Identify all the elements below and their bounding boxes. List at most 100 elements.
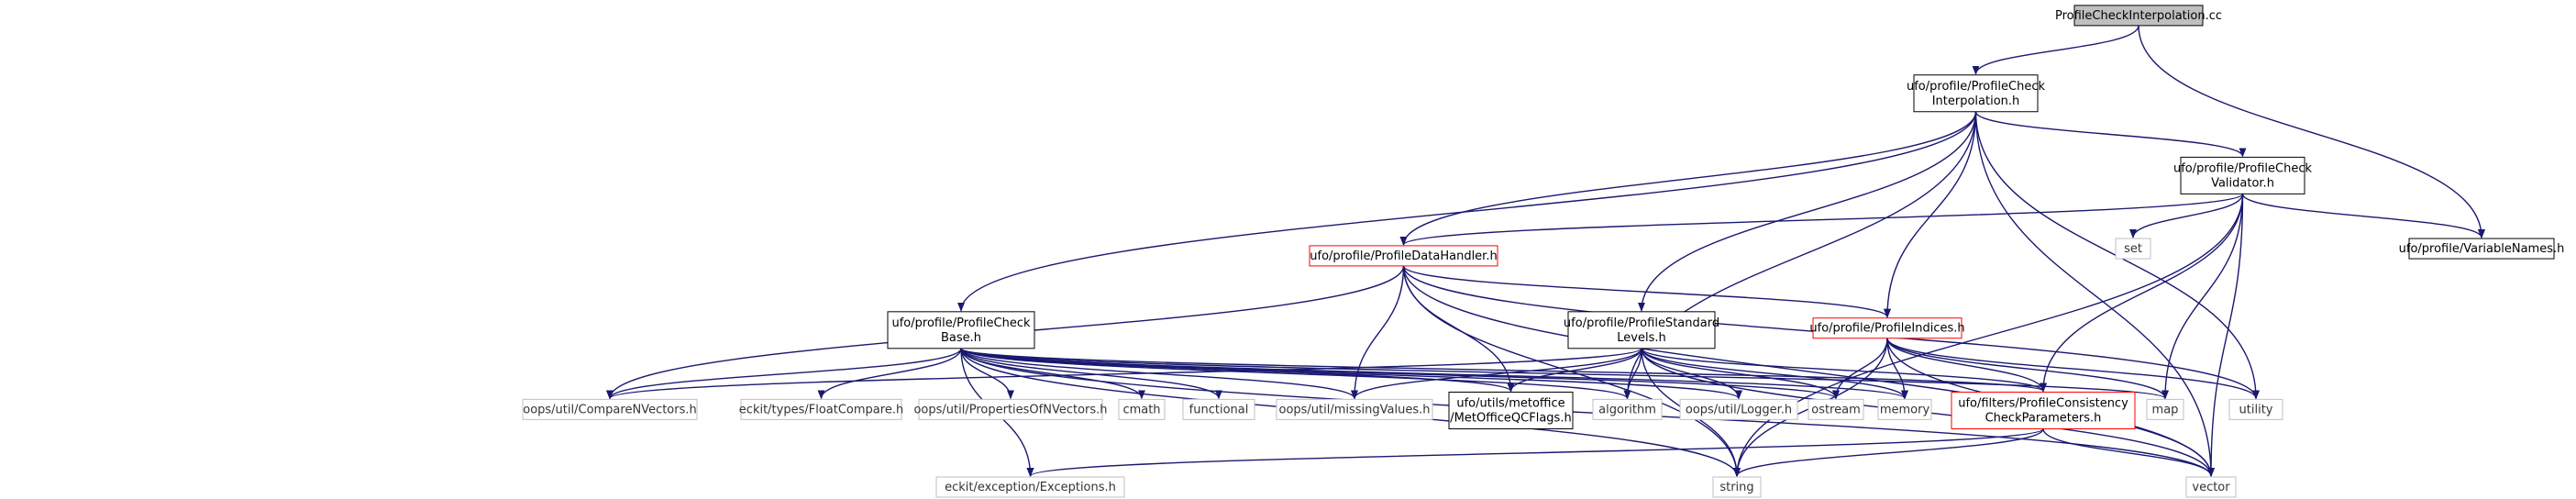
node-functional: functional	[1182, 398, 1255, 420]
node-ostream: ostream	[1808, 398, 1864, 420]
node-box	[1877, 398, 1932, 420]
node-label: ufo/profile/ProfileStandard	[1564, 316, 1719, 330]
edge-psl_h-to-moqc_h	[1507, 348, 1642, 393]
edge-psl_h-to-logger_h	[1641, 348, 1742, 400]
node-exceptions-h: eckit/exception/Exceptions.h	[935, 476, 1125, 498]
node-label: Validator.h	[2211, 176, 2274, 190]
node-box	[2180, 156, 2305, 194]
node-box	[1182, 398, 1255, 420]
edge-pcb_h-to-propnv_h	[960, 348, 1014, 400]
node-box	[2146, 398, 2184, 420]
node-label: Base.h	[941, 331, 981, 345]
node-label: ufo/profile/ProfileCheck	[891, 316, 1030, 330]
edge-pci_h-to-vector	[1974, 111, 2215, 477]
node-cnv-h: oops/util/CompareNVectors.h	[522, 398, 698, 420]
edge-psl_h-to-cnv_h	[606, 348, 1642, 400]
node-label: map	[2152, 403, 2179, 416]
node-label: ufo/utils/metoffice	[1456, 396, 1564, 410]
edge-pccp_h-to-string	[1733, 428, 2044, 477]
node-algorithm: algorithm	[1592, 398, 1663, 420]
node-label: ufo/profile/ProfileCheck	[1907, 80, 2045, 94]
node-floatcmp-h: eckit/types/FloatCompare.h	[739, 398, 903, 420]
node-root[interactable]: ProfileCheckInterpolation.cc	[2055, 5, 2222, 27]
node-label: set	[2124, 242, 2142, 256]
node-pccp-h[interactable]: ufo/filters/ProfileConsistencyCheckParam…	[1951, 391, 2136, 429]
edge-pcb_h-to-map	[960, 348, 2169, 400]
node-pind-h[interactable]: ufo/profile/ProfileIndices.h	[1809, 317, 1965, 339]
edge-pdh_h-to-pind_h	[1402, 265, 1891, 318]
node-box	[918, 398, 1103, 420]
node-label: ostream	[1811, 403, 1861, 416]
edge-pcv_h-to-varnames_h	[2241, 194, 2485, 239]
edge-pci_h-to-pcv_h	[1974, 111, 2247, 158]
node-box	[1448, 391, 1574, 429]
node-box	[1592, 398, 1663, 420]
edge-pci_h-to-psl_h	[1638, 111, 1977, 312]
node-label: memory	[1880, 403, 1930, 416]
node-box	[2408, 238, 2555, 260]
node-box	[2073, 5, 2204, 27]
node-label: functional	[1189, 403, 1249, 416]
node-pci-h[interactable]: ufo/profile/ProfileCheckInterpolation.h	[1907, 74, 2045, 113]
node-label: CheckParameters.h	[1985, 411, 2102, 425]
node-label: cmath	[1122, 403, 1160, 416]
node-label: oops/util/PropertiesOfNVectors.h	[913, 403, 1107, 416]
node-pdh-h[interactable]: ufo/profile/ProfileDataHandler.h	[1309, 245, 1498, 267]
node-box	[1276, 398, 1433, 420]
node-cmath: cmath	[1118, 398, 1166, 420]
node-moqc-h[interactable]: ufo/utils/metoffice/MetOfficeQCFlags.h	[1448, 391, 1574, 429]
edge-pcb_h-to-floatcmp_h	[817, 348, 962, 400]
node-box	[1712, 476, 1762, 498]
edge-pind_h-to-map	[1886, 338, 2169, 400]
edge-pind_h-to-ostream	[1832, 338, 1888, 400]
node-box	[1567, 311, 1716, 349]
edge-pcv_h-to-set	[2129, 194, 2244, 239]
edge-pci_h-to-pind_h	[1884, 111, 1977, 318]
edge-psl_h-to-pccp_h	[1641, 348, 2047, 393]
node-memory: memory	[1877, 398, 1932, 420]
node-box	[887, 311, 1035, 349]
node-label: eckit/exception/Exceptions.h	[945, 481, 1116, 494]
node-varnames-h[interactable]: ufo/profile/VariableNames.h	[2399, 238, 2565, 260]
node-box	[522, 398, 698, 420]
node-box	[1679, 398, 1798, 420]
node-label: ProfileCheckInterpolation.cc	[2055, 9, 2222, 23]
node-propnv-h: oops/util/PropertiesOfNVectors.h	[913, 398, 1108, 420]
edge-pccp_h-to-exceptions_h	[1026, 427, 2044, 477]
dependency-edges	[606, 25, 2485, 477]
edge-pcb_h-to-vector	[960, 348, 2215, 477]
node-set: set	[2115, 238, 2151, 260]
node-label: ufo/profile/VariableNames.h	[2399, 242, 2565, 256]
node-label: oops/util/Logger.h	[1686, 403, 1792, 416]
edge-pind_h-to-memory	[1886, 338, 1908, 400]
node-label: ufo/profile/ProfileCheck	[2173, 161, 2312, 175]
node-label: oops/util/CompareNVectors.h	[523, 403, 697, 416]
node-box	[2228, 398, 2283, 420]
node-missing-h: oops/util/missingValues.h	[1276, 398, 1433, 420]
edge-pcb_h-to-cnv_h	[606, 348, 962, 400]
node-utility: utility	[2228, 398, 2283, 420]
node-box	[1808, 398, 1864, 420]
edge-root-to-pci_h	[1972, 25, 2139, 75]
node-label: algorithm	[1598, 403, 1656, 416]
edge-psl_h-to-ostream	[1641, 348, 1840, 400]
node-box	[740, 398, 902, 420]
node-box	[1118, 398, 1166, 420]
edge-pcb_h-to-missing_h	[960, 348, 1358, 400]
edge-pcv_h-to-pccp_h	[2040, 194, 2244, 393]
node-logger-h: oops/util/Logger.h	[1679, 398, 1798, 420]
edge-pci_h-to-pdh_h	[1399, 111, 1977, 246]
edge-pind_h-to-utility	[1886, 338, 2260, 400]
node-label: vector	[2192, 481, 2230, 494]
node-label: string	[1719, 481, 1753, 494]
node-box	[935, 476, 1125, 498]
node-label: Interpolation.h	[1932, 94, 2020, 108]
node-label: eckit/types/FloatCompare.h	[739, 403, 903, 416]
node-box	[2115, 238, 2151, 260]
edge-pcv_h-to-pdh_h	[1399, 193, 2244, 246]
edge-pcb_h-to-logger_h	[960, 348, 1742, 400]
